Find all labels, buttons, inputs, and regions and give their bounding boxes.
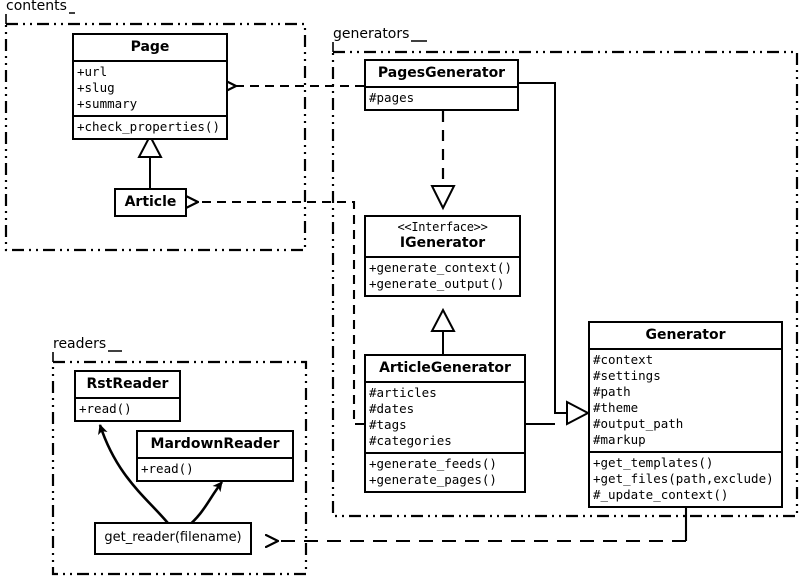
class-separator <box>366 381 524 384</box>
package-border-readers <box>51 360 308 576</box>
attribute-item: #tags <box>369 417 407 433</box>
class-attributes-page: +url +slug +summary <box>74 62 226 115</box>
attribute-item: #settings <box>593 368 661 384</box>
attribute-item: #theme <box>593 400 639 416</box>
attribute-item: #pages <box>369 90 415 106</box>
operation-item: +check_properties() <box>77 119 220 135</box>
operation-item: +generate_feeds() <box>369 456 497 472</box>
class-attributes-pagesgenerator: #pages <box>366 88 517 109</box>
attribute-item: #context <box>593 352 654 368</box>
operation-item: +generate_context() <box>369 259 512 275</box>
operation-item: +get_files(path,exclude) <box>593 471 774 487</box>
class-operations-articlegenerator: +generate_feeds() +generate_pages() <box>366 454 524 491</box>
class-box-articlegenerator[interactable]: ArticleGenerator #articles #dates #tags … <box>364 354 526 494</box>
class-stereotype-igenerator: <<Interface>> <box>397 220 488 234</box>
attribute-item: #markup <box>593 432 646 448</box>
class-title-igenerator: <<Interface>> IGenerator <box>366 217 519 256</box>
attribute-item: +summary <box>77 96 138 112</box>
package-label-readers: readers <box>51 336 109 352</box>
class-operations-igenerator: +generate_context() +generate_output() <box>366 258 519 295</box>
function-label-get-reader: get_reader(filename) <box>104 530 242 545</box>
rel-generators-inherit-generator <box>519 82 567 425</box>
attribute-item: #path <box>593 384 631 400</box>
class-separator <box>366 86 517 89</box>
class-separator <box>74 60 226 63</box>
operation-item: +generate_output() <box>369 275 505 291</box>
arrowhead-pagesgenerator-to-igenerator <box>430 185 456 211</box>
operation-item: +read() <box>79 401 132 417</box>
class-title-page: Page <box>130 39 170 55</box>
function-box-get-reader[interactable]: get_reader(filename) <box>94 522 252 555</box>
arrowhead-articlegenerator-to-igenerator <box>430 307 456 332</box>
class-title-mardownreader: MardownReader <box>150 436 280 452</box>
class-attributes-articlegenerator: #articles #dates #tags #categories <box>366 383 524 452</box>
class-separator <box>590 451 781 454</box>
class-box-rstreader[interactable]: RstReader +read() <box>74 370 181 423</box>
attribute-item: #categories <box>369 433 452 449</box>
class-title-pagesgenerator: PagesGenerator <box>377 65 506 81</box>
class-separator <box>74 115 226 118</box>
operation-item: +get_templates() <box>593 455 714 471</box>
attribute-item: +url <box>77 64 108 80</box>
attribute-item: #output_path <box>593 416 684 432</box>
class-attributes-generator: #context #settings #path #theme #output_… <box>590 350 781 451</box>
class-title-article: Article <box>124 194 177 210</box>
class-operations-generator: +get_templates() +get_files(path,exclude… <box>590 453 781 506</box>
attribute-item: +slug <box>77 80 115 96</box>
arrowhead-to-generator <box>566 400 591 426</box>
class-box-page[interactable]: Page +url +slug +summary +check_properti… <box>72 33 228 141</box>
class-box-generator[interactable]: Generator #context #settings #path #them… <box>588 321 783 509</box>
class-separator <box>138 457 292 460</box>
class-title-rstreader: RstReader <box>86 376 169 392</box>
class-operations-page: +check_properties() <box>74 117 226 138</box>
class-box-pagesgenerator[interactable]: PagesGenerator #pages <box>364 59 519 112</box>
package-label-generators: generators <box>331 26 412 42</box>
class-box-article[interactable]: Article <box>114 188 187 218</box>
package-border-contents <box>4 22 307 252</box>
operation-item: #_update_context() <box>593 487 729 503</box>
class-separator <box>76 397 179 400</box>
class-title-generator: Generator <box>645 327 726 343</box>
operation-item: +generate_pages() <box>369 472 497 488</box>
class-operations-rstreader: +read() <box>76 399 179 420</box>
attribute-item: #dates <box>369 401 415 417</box>
class-title-articlegenerator: ArticleGenerator <box>379 360 511 376</box>
class-operations-mardownreader: +read() <box>138 459 292 480</box>
attribute-item: #articles <box>369 385 437 401</box>
class-separator <box>366 452 524 455</box>
rel-articlegenerator-depends-article <box>198 202 364 426</box>
class-separator <box>590 348 781 351</box>
class-box-igenerator[interactable]: <<Interface>> IGenerator +generate_conte… <box>364 215 521 297</box>
rel-getreader-creates-rstreader <box>98 424 174 529</box>
class-box-mardownreader[interactable]: MardownReader +read() <box>136 430 294 483</box>
package-label-contents: contents <box>4 0 69 14</box>
class-separator <box>366 255 519 258</box>
class-name-igenerator: IGenerator <box>399 234 486 251</box>
operation-item: +read() <box>141 461 194 477</box>
arrowhead-article-to-page <box>137 133 163 158</box>
